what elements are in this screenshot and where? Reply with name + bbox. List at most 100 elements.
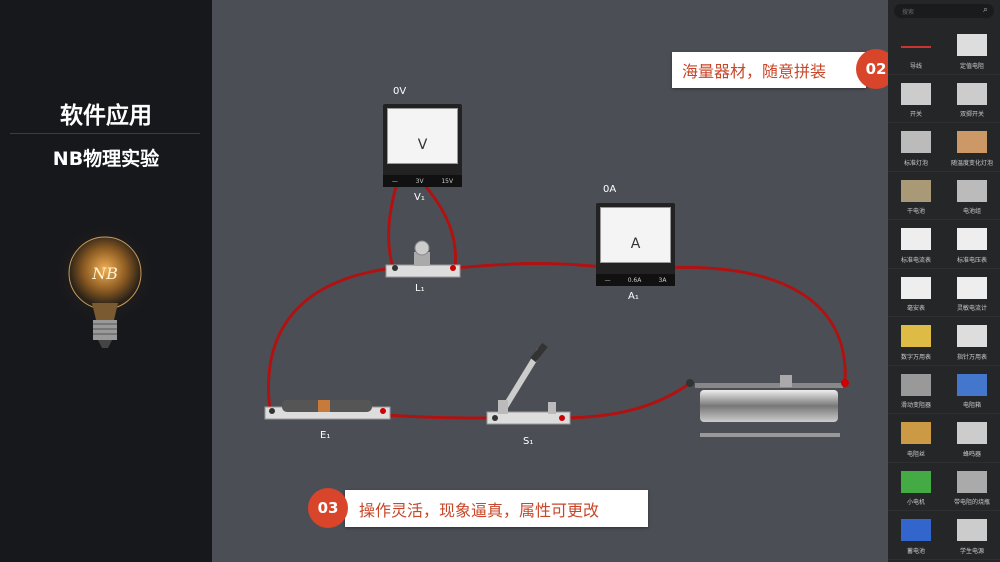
- component-icon: [901, 422, 931, 444]
- circuit-wires: [264, 168, 849, 437]
- terminal-label: —: [391, 177, 398, 185]
- voltmeter-label: V₁: [414, 192, 425, 203]
- palette-item[interactable]: 灵敏电流计: [944, 269, 1000, 317]
- component-icon: [957, 470, 987, 493]
- palette-item[interactable]: 带电阻的烧瓶: [944, 463, 1000, 511]
- lightbulb-logo-icon: NB: [50, 225, 160, 348]
- ammeter-symbol: A: [630, 236, 641, 252]
- wire: [384, 413, 496, 420]
- palette-item-label: 电阻箱: [962, 402, 981, 409]
- palette-item-label: 标准灯泡: [903, 159, 928, 167]
- palette-item-label: 指针万用表: [956, 353, 987, 361]
- wire: [267, 266, 394, 411]
- section-title: 软件应用: [60, 103, 152, 129]
- lamp-label: L₁: [415, 283, 425, 294]
- search-placeholder: 搜索: [902, 9, 915, 16]
- palette-item-label: 数字万用表: [900, 353, 931, 361]
- component-icon: [901, 373, 931, 396]
- bulb-text: NB: [91, 264, 118, 283]
- component-icon: [957, 179, 987, 202]
- palette-grid: 导线 定值电阻开关 双掷开关标准灯泡 随温度变化灯泡干电池 电池组标准电流表 标准电压表毫…: [888, 26, 1000, 560]
- palette-item[interactable]: 随温度变化灯泡: [944, 123, 1000, 172]
- palette-item-label: 小电机: [906, 499, 925, 506]
- palette-item[interactable]: 标准电压表: [944, 220, 1000, 269]
- voltmeter-symbol: V: [417, 137, 428, 153]
- palette-item[interactable]: 干电池: [888, 172, 944, 220]
- component-icon: [957, 34, 987, 56]
- component-icon: [901, 276, 931, 299]
- palette-item-label: 随温度变化灯泡: [950, 159, 993, 167]
- component-icon: [957, 131, 987, 153]
- app-name: NB物理实验: [52, 148, 160, 170]
- palette-item-label: 标准电流表: [900, 256, 931, 264]
- palette-item-label: 导线: [909, 62, 922, 70]
- palette-item[interactable]: 蜂鸣器: [944, 414, 1000, 463]
- palette-item[interactable]: 标准灯泡: [888, 123, 944, 172]
- palette-item-label: 标准电压表: [956, 256, 987, 264]
- palette-item[interactable]: 毫安表: [888, 269, 944, 317]
- component-icon: [901, 82, 931, 105]
- search-input[interactable]: 搜索 ⌕: [894, 4, 994, 18]
- component-icon: [957, 373, 987, 396]
- component-icon: [901, 34, 931, 48]
- battery-component: [264, 400, 391, 420]
- palette-item-label: 学生电源: [959, 547, 984, 555]
- callout-box: 操作灵活，现象逼真，属性可更改: [345, 490, 648, 527]
- palette-item-label: 带电阻的烧瓶: [953, 499, 990, 506]
- component-icon: [901, 325, 931, 347]
- palette-item[interactable]: 滑动变阻器: [888, 366, 944, 414]
- battery-label: E₁: [320, 430, 331, 441]
- palette-item[interactable]: 蓄电池: [888, 511, 944, 560]
- switch-component: [486, 342, 571, 425]
- callout-box: 海量器材，随意拼装: [672, 52, 866, 88]
- palette-item-label: 毫安表: [906, 305, 925, 312]
- component-icon: [957, 519, 987, 541]
- wire: [454, 262, 613, 270]
- divider: [10, 133, 200, 134]
- component-icon: [901, 228, 931, 250]
- palette-item-label: 开关: [909, 111, 922, 118]
- component-palette: 搜索 ⌕ 导线 定值电阻开关 双掷开关标准灯泡 随温度变化灯泡干电池 电池组标准电流表 标准…: [888, 0, 1000, 562]
- component-icon: [957, 228, 987, 250]
- component-icon: [957, 276, 987, 299]
- terminal-label: 15V: [441, 177, 454, 185]
- component-icon: [901, 179, 931, 202]
- switch-label: S₁: [523, 436, 534, 447]
- palette-item[interactable]: 数字万用表: [888, 317, 944, 366]
- palette-item[interactable]: 电阻丝: [888, 414, 944, 463]
- palette-item[interactable]: 电池组: [944, 172, 1000, 220]
- palette-item[interactable]: 双掷开关: [944, 75, 1000, 123]
- ammeter-reading: 0A: [603, 184, 617, 195]
- palette-item[interactable]: 指针万用表: [944, 317, 1000, 366]
- lamp-component: [385, 240, 461, 278]
- palette-item-label: 灵敏电流计: [956, 305, 987, 312]
- palette-item[interactable]: 小电机: [888, 463, 944, 511]
- callout-text: 操作灵活，现象逼真，属性可更改: [359, 500, 600, 520]
- search-icon[interactable]: ⌕: [982, 5, 988, 15]
- palette-item-label: 电池组: [962, 208, 981, 215]
- palette-item[interactable]: 定值电阻: [944, 26, 1000, 75]
- palette-item[interactable]: 标准电流表: [888, 220, 944, 269]
- component-icon: [957, 82, 987, 105]
- ammeter-label: A₁: [628, 291, 639, 302]
- callout-text: 海量器材，随意拼装: [682, 62, 827, 81]
- palette-item-label: 定值电阻: [959, 62, 984, 70]
- terminal-label: 0.6A: [627, 276, 642, 284]
- palette-item-label: 滑动变阻器: [900, 402, 931, 409]
- terminal-label: 3A: [658, 276, 667, 284]
- wire: [659, 265, 847, 384]
- palette-item[interactable]: 导线: [888, 26, 944, 75]
- palette-item-label: 干电池: [906, 208, 925, 215]
- terminal-label: 3V: [415, 177, 424, 185]
- component-icon: [957, 422, 987, 444]
- voltmeter-reading: 0V: [393, 86, 407, 97]
- rheostat-component: [686, 375, 849, 437]
- palette-item[interactable]: 学生电源: [944, 511, 1000, 560]
- palette-item-label: 电阻丝: [906, 450, 925, 458]
- palette-item[interactable]: 开关: [888, 75, 944, 123]
- palette-item[interactable]: 电阻箱: [944, 366, 1000, 414]
- component-icon: [901, 131, 931, 153]
- voltmeter[interactable]: V — 3V 15V: [383, 104, 462, 187]
- wire: [559, 381, 691, 420]
